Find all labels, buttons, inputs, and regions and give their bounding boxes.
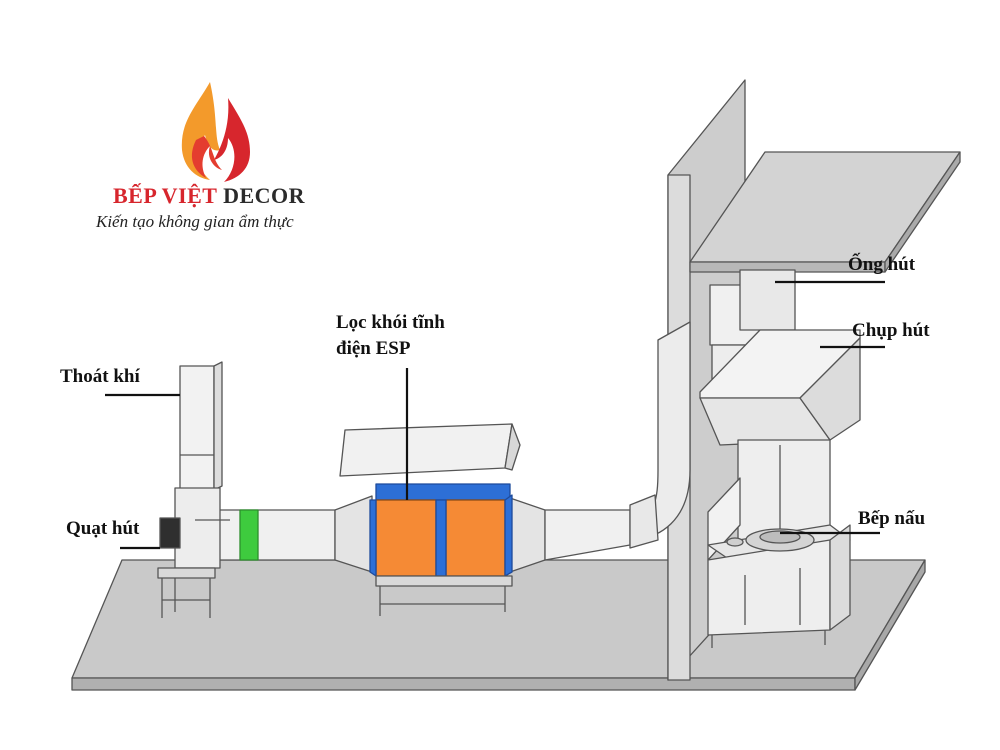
fan-unit — [159, 487, 230, 569]
fan-stand — [157, 567, 216, 618]
label-stove: Bếp nấu — [858, 508, 926, 529]
brand-slogan: Kiến tạo không gian ẩm thực — [96, 212, 294, 231]
esp-lid — [339, 423, 521, 477]
esp-stand — [375, 575, 513, 616]
label-esp-line1: Lọc khói tĩnh — [336, 312, 445, 333]
label-esp: Lọc khói tĩnh điện ESP — [336, 310, 445, 362]
esp-filter — [369, 483, 513, 577]
label-exhaust: Thoát khí — [60, 366, 140, 387]
exhaust-stack — [179, 361, 223, 491]
brand-name-part1: BẾP VIỆT — [113, 183, 218, 208]
flame-logo-icon — [181, 82, 250, 182]
label-fan: Quạt hút — [66, 518, 140, 539]
ceiling-plate — [689, 151, 961, 273]
brand-name: BẾP VIỆT DECOR — [113, 183, 305, 209]
label-hood: Chụp hút — [852, 320, 930, 341]
brand-name-part2: DECOR — [223, 183, 306, 208]
green-duct-band — [239, 509, 259, 561]
label-duct: Ống hút — [848, 254, 916, 275]
label-esp-line2: điện ESP — [336, 338, 411, 359]
